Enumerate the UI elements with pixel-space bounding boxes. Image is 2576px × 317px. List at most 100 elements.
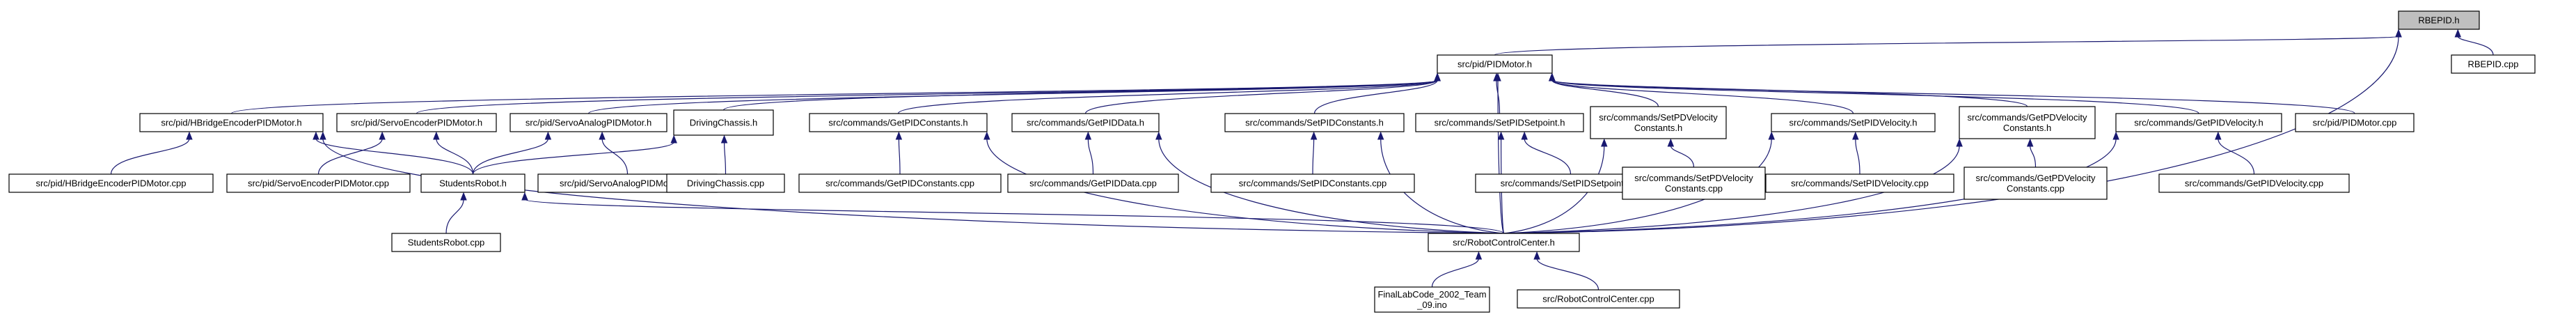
node-label: src/pid/ServoEncoderPIDMotor.h bbox=[351, 118, 482, 128]
node-label: src/pid/ServoEncoderPIDMotor.cpp bbox=[248, 178, 389, 189]
node-pidmotor-cpp[interactable]: src/pid/PIDMotor.cpp bbox=[2295, 113, 2415, 132]
node-box bbox=[2398, 10, 2480, 30]
node-setpidconstants-h[interactable]: src/commands/SetPIDConstants.h bbox=[1224, 113, 1405, 132]
node-setpidvelocity-h[interactable]: src/commands/SetPIDVelocity.h bbox=[1771, 113, 1936, 132]
node-box bbox=[509, 113, 667, 132]
node-label: src/commands/GetPIDData.cpp bbox=[1029, 178, 1157, 189]
node-getpidconstants-h[interactable]: src/commands/GetPIDConstants.h bbox=[809, 113, 988, 132]
edge-robotcontrolcenter_h-to-pidmotor_h bbox=[1494, 72, 1505, 234]
edge-finallabcode_ino-to-robotcontrolcenter_h bbox=[1431, 251, 1483, 288]
edge-setpidvelocity_cpp-to-setpidvelocity_h bbox=[1852, 131, 1860, 175]
node-label: src/commands/SetPIDConstants.h bbox=[1245, 118, 1384, 128]
node-rbepid-cpp[interactable]: RBEPID.cpp bbox=[2451, 54, 2536, 74]
node-box bbox=[1210, 173, 1415, 193]
edge-robotcontrolcenter_cpp-to-robotcontrolcenter_h bbox=[1533, 251, 1599, 291]
arrowhead-icon bbox=[2215, 131, 2222, 140]
node-setpidconstants-cpp[interactable]: src/commands/SetPIDConstants.cpp bbox=[1210, 173, 1415, 193]
node-rbepid-h[interactable]: RBEPID.h bbox=[2398, 10, 2480, 30]
arrowhead-icon bbox=[1768, 131, 1775, 140]
node-pidmotor-h[interactable]: src/pid/PIDMotor.h bbox=[1437, 54, 1553, 74]
node-label: RBEPID.h bbox=[2418, 15, 2459, 26]
node-label: Constants.cpp bbox=[1665, 183, 1723, 194]
node-label: src/pid/ServoAnalogPIDMotor.h bbox=[526, 118, 651, 128]
node-hbridge-cpp[interactable]: src/pid/HBridgeEncoderPIDMotor.cpp bbox=[8, 173, 214, 193]
edge-robotcontrolcenter_h-to-getpdvelconst_h bbox=[1503, 138, 1963, 234]
node-setpidvelocity-cpp[interactable]: src/commands/SetPIDVelocity.cpp bbox=[1765, 173, 1954, 193]
arrowhead-icon bbox=[1377, 131, 1384, 140]
node-studentsrobot-cpp[interactable]: StudentsRobot.cpp bbox=[391, 233, 501, 252]
arrowhead-icon bbox=[313, 131, 319, 140]
node-label: src/commands/SetPIDSetpoint.h bbox=[1435, 118, 1565, 128]
arrowhead-icon bbox=[1310, 131, 1318, 140]
node-getpidvelocity-cpp[interactable]: src/commands/GetPIDVelocity.cpp bbox=[2158, 173, 2350, 193]
node-label: src/commands/GetPIDConstants.h bbox=[828, 118, 967, 128]
arrowhead-icon bbox=[1852, 131, 1859, 140]
node-label: StudentsRobot.h bbox=[439, 178, 507, 189]
node-finallabcode-ino[interactable]: FinalLabCode_2002_Team_09.ino bbox=[1374, 286, 1490, 313]
node-studentsrobot-h[interactable]: StudentsRobot.h bbox=[420, 173, 526, 193]
edge-hbridge_cpp-to-hbridge_h bbox=[110, 131, 193, 175]
node-label: src/RobotControlCenter.h bbox=[1453, 238, 1555, 248]
node-label: DrivingChassis.cpp bbox=[687, 178, 764, 189]
arrowhead-icon bbox=[433, 131, 440, 140]
node-servoanalog-h[interactable]: src/pid/ServoAnalogPIDMotor.h bbox=[509, 113, 667, 132]
node-label: src/commands/SetPDVelocity bbox=[1634, 173, 1753, 183]
node-getpidvelocity-h[interactable]: src/commands/GetPIDVelocity.h bbox=[2115, 113, 2282, 132]
node-box bbox=[226, 173, 411, 193]
node-label: DrivingChassis.h bbox=[690, 118, 758, 128]
node-setpidsetpoint-h[interactable]: src/commands/SetPIDSetpoint.h bbox=[1415, 113, 1584, 132]
edge-studentsrobot_h-to-servoanalog_h bbox=[472, 131, 552, 175]
edge-robotcontrolcenter_h-to-setpidconstants_h bbox=[1377, 131, 1504, 234]
node-box bbox=[1437, 54, 1553, 74]
node-box bbox=[391, 233, 501, 252]
node-label: src/commands/GetPDVelocity bbox=[1976, 173, 2096, 183]
node-label: src/commands/GetPIDVelocity.h bbox=[2134, 118, 2263, 128]
arrowhead-icon bbox=[720, 134, 728, 144]
arrowhead-icon bbox=[895, 131, 903, 140]
node-drivingchassis-h[interactable]: DrivingChassis.h bbox=[673, 109, 774, 136]
edge-robotcontrolcenter_h-to-getpiddata_h bbox=[1155, 131, 1504, 234]
edge-getpdvelconst_cpp-to-getpdvelconst_h bbox=[2026, 138, 2037, 168]
arrowhead-icon bbox=[2026, 138, 2034, 147]
node-drivingchassis-cpp[interactable]: DrivingChassis.cpp bbox=[666, 173, 785, 193]
node-box bbox=[1428, 233, 1580, 252]
node-getpiddata-cpp[interactable]: src/commands/GetPIDData.cpp bbox=[1007, 173, 1179, 193]
node-box bbox=[2158, 173, 2350, 193]
edge-robotcontrolcenter_h-to-getpidvelocity_h bbox=[1503, 131, 2119, 234]
edge-studentsrobot_h-to-servoenc_h bbox=[433, 131, 474, 175]
node-label: src/commands/GetPIDVelocity.cpp bbox=[2185, 178, 2323, 189]
edge-pidmotor_cpp-to-pidmotor_h bbox=[1549, 72, 2355, 114]
node-box bbox=[2115, 113, 2282, 132]
node-getpiddata-h[interactable]: src/commands/GetPIDData.h bbox=[1011, 113, 1160, 132]
node-hbridge-h[interactable]: src/pid/HBridgeEncoderPIDMotor.h bbox=[139, 113, 324, 132]
arrowhead-icon bbox=[2112, 131, 2119, 140]
edge-getpdvelconst_h-to-pidmotor_h bbox=[1549, 72, 2028, 107]
node-robotcontrolcenter-h[interactable]: src/RobotControlCenter.h bbox=[1428, 233, 1580, 252]
arrowhead-icon bbox=[1521, 131, 1528, 140]
edge-hbridge_h-to-pidmotor_h bbox=[230, 72, 1441, 114]
arrowhead-icon bbox=[544, 131, 552, 140]
node-label: RBEPID.cpp bbox=[2468, 59, 2519, 70]
edge-setpdvelconst_h-to-pidmotor_h bbox=[1548, 72, 1659, 107]
edge-robotcontrolcenter_h-to-rbepid_h bbox=[1503, 29, 2402, 234]
node-box bbox=[798, 173, 1002, 193]
edge-getpiddata_h-to-pidmotor_h bbox=[1084, 72, 1441, 114]
node-servoenc-cpp[interactable]: src/pid/ServoEncoderPIDMotor.cpp bbox=[226, 173, 411, 193]
edge-getpidvelocity_cpp-to-getpidvelocity_h bbox=[2215, 131, 2255, 175]
edge-rbepid_cpp-to-rbepid_h bbox=[2454, 29, 2494, 56]
node-label: src/pid/PIDMotor.h bbox=[1457, 59, 1532, 70]
node-servoenc-h[interactable]: src/pid/ServoEncoderPIDMotor.h bbox=[336, 113, 497, 132]
node-robotcontrolcenter-cpp[interactable]: src/RobotControlCenter.cpp bbox=[1517, 289, 1680, 309]
node-box bbox=[336, 113, 497, 132]
node-box bbox=[1963, 167, 2108, 200]
node-box bbox=[1765, 173, 1954, 193]
node-getpidconstants-cpp[interactable]: src/commands/GetPIDConstants.cpp bbox=[798, 173, 1002, 193]
node-label: src/commands/GetPIDData.h bbox=[1027, 118, 1144, 128]
node-box bbox=[666, 173, 785, 193]
edges-layer bbox=[110, 29, 2494, 291]
